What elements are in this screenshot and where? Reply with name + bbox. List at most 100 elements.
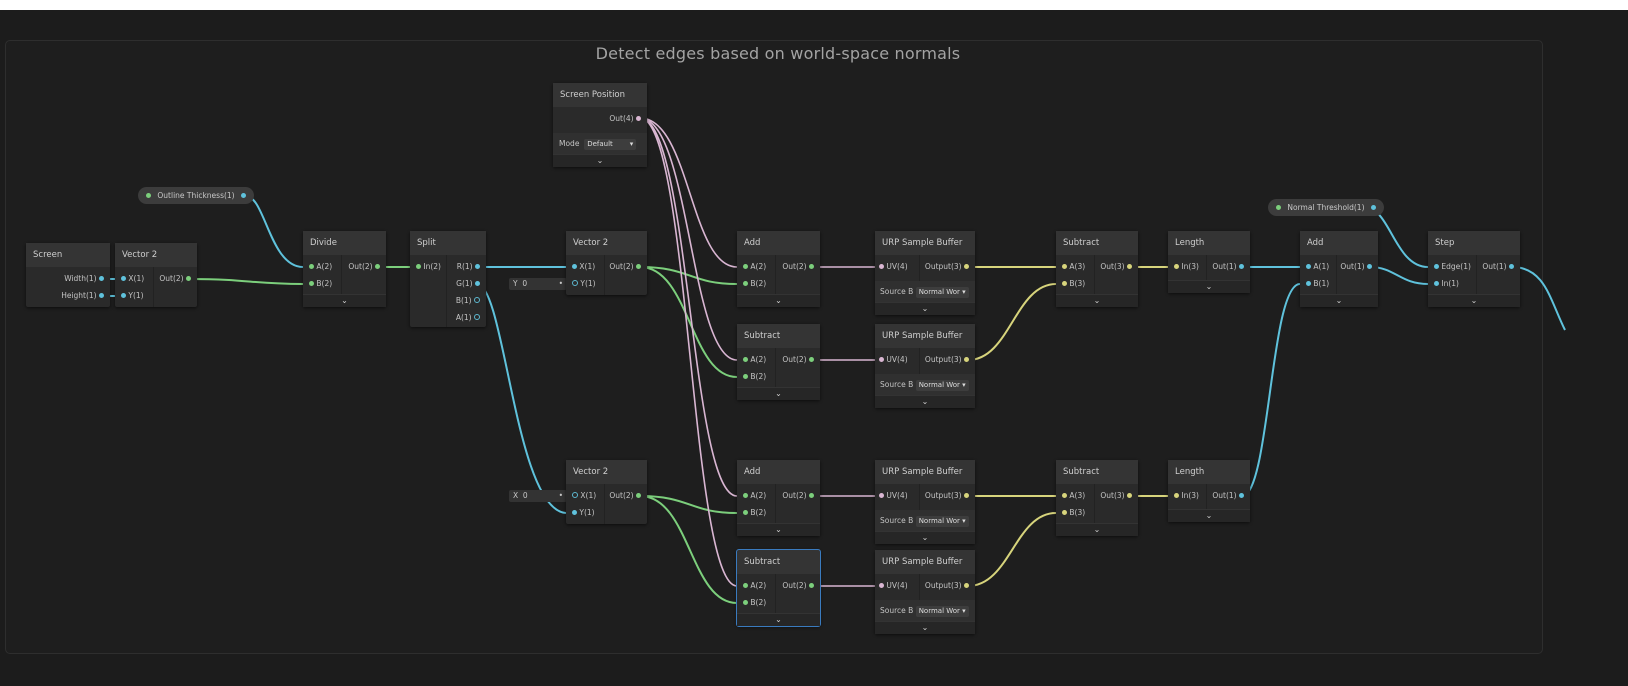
port-row[interactable]: In(2) xyxy=(416,260,441,274)
chevron-down-icon[interactable]: ⌄ xyxy=(553,154,647,167)
source-dropdown[interactable]: Normal Wor ▾ xyxy=(915,380,969,391)
chevron-down-icon[interactable]: ⌄ xyxy=(1056,523,1138,536)
port-out-icon[interactable] xyxy=(809,263,814,269)
port-row[interactable]: Output(3) xyxy=(925,353,969,367)
port-row[interactable]: Out(3) xyxy=(1100,260,1132,274)
port-row[interactable]: A(3) xyxy=(1062,260,1085,274)
port-in-icon[interactable] xyxy=(879,492,884,498)
node-subtract-1[interactable]: Subtract A(2) B(2) Out(2) ⌄ xyxy=(737,324,820,400)
chevron-down-icon[interactable]: ⌄ xyxy=(1428,294,1520,307)
port-in-icon[interactable] xyxy=(572,509,577,515)
node-subtract-2[interactable]: Subtract A(2) B(2) Out(2) ⌄ xyxy=(736,549,821,627)
port-row[interactable]: A(2) xyxy=(743,489,766,503)
port-row[interactable]: Output(3) xyxy=(925,489,969,503)
port-row[interactable]: UV(4) xyxy=(879,579,908,593)
port-in-icon[interactable] xyxy=(879,356,884,362)
port-row[interactable]: B(2) xyxy=(743,370,766,384)
chevron-down-icon[interactable]: ⌄ xyxy=(737,613,820,626)
port-out-icon[interactable] xyxy=(964,356,969,362)
port-out-icon[interactable] xyxy=(964,582,969,588)
port-in-icon[interactable] xyxy=(572,492,578,498)
node-add-1[interactable]: Add A(2) B(2) Out(2) ⌄ xyxy=(737,231,820,307)
port-row[interactable]: Edge(1) xyxy=(1434,260,1471,274)
chevron-down-icon[interactable]: ⌄ xyxy=(875,395,975,408)
port-row[interactable]: R(1) xyxy=(457,260,480,274)
source-dropdown[interactable]: Normal Wor ▾ xyxy=(915,516,969,527)
port-row[interactable]: B(2) xyxy=(309,277,332,291)
port-in-icon[interactable] xyxy=(572,263,577,269)
node-subtract-3[interactable]: Subtract A(3) B(3) Out(3) ⌄ xyxy=(1056,231,1138,307)
node-vector2-b[interactable]: Vector 2 X(1) Y(1) Out(2) xyxy=(566,231,647,295)
port-out-icon[interactable] xyxy=(1509,263,1514,269)
port-in-icon[interactable] xyxy=(121,275,126,281)
port-out-icon[interactable] xyxy=(474,297,480,303)
port-in-icon[interactable] xyxy=(879,263,884,269)
port-row[interactable]: A(2) xyxy=(309,260,332,274)
port-row[interactable]: Out(1) xyxy=(1482,260,1514,274)
port-out-icon[interactable] xyxy=(99,275,104,281)
port-out-icon[interactable] xyxy=(241,192,246,198)
port-in-icon[interactable] xyxy=(1434,263,1439,269)
node-length-2[interactable]: Length In(3) Out(1) ⌄ xyxy=(1168,460,1250,522)
port-row[interactable]: B(1) xyxy=(1306,277,1329,291)
chevron-down-icon[interactable]: ⌄ xyxy=(303,294,386,307)
chevron-down-icon[interactable]: ⌄ xyxy=(1168,509,1250,522)
port-row[interactable]: Output(3) xyxy=(925,579,969,593)
x-input-field[interactable]: X 0• xyxy=(509,490,567,502)
port-out-icon[interactable] xyxy=(1127,263,1132,269)
port-row[interactable]: Out(2) xyxy=(609,489,641,503)
port-out-icon[interactable] xyxy=(1239,492,1244,498)
chevron-down-icon[interactable]: ⌄ xyxy=(737,387,820,400)
port-row[interactable]: In(3) xyxy=(1174,489,1199,503)
port-out-icon[interactable] xyxy=(964,492,969,498)
port-out-icon[interactable] xyxy=(636,115,641,121)
port-row[interactable]: In(1) xyxy=(1434,277,1459,291)
port-row[interactable]: B(1) xyxy=(456,294,480,308)
port-out-icon[interactable] xyxy=(636,263,641,269)
port-in-icon[interactable] xyxy=(572,280,578,286)
port-out-icon[interactable] xyxy=(809,582,814,588)
node-add-3[interactable]: Add A(1) B(1) Out(1) ⌄ xyxy=(1300,231,1378,307)
port-row[interactable]: B(2) xyxy=(743,277,766,291)
port-in-icon[interactable] xyxy=(879,582,884,588)
node-vector2-c[interactable]: Vector 2 X(1) Y(1) Out(2) xyxy=(566,460,647,524)
port-out-icon[interactable] xyxy=(375,263,380,269)
port-row[interactable]: Out(1) xyxy=(1212,260,1244,274)
port-row[interactable]: Out(2) xyxy=(782,260,814,274)
node-urp-sample-buffer-2[interactable]: URP Sample Buffer UV(4) Output(3) Source… xyxy=(875,324,975,408)
port-in-icon[interactable] xyxy=(309,263,314,269)
chevron-down-icon[interactable]: ⌄ xyxy=(1056,294,1138,307)
port-in-icon[interactable] xyxy=(309,280,314,286)
port-row[interactable]: Y(1) xyxy=(572,506,595,520)
port-in-icon[interactable] xyxy=(743,280,748,286)
port-out-icon[interactable] xyxy=(474,314,480,320)
port-row[interactable]: Out(2) xyxy=(609,260,641,274)
port-row[interactable]: Y(1) xyxy=(121,289,144,303)
port-out-icon[interactable] xyxy=(1239,263,1244,269)
port-row[interactable]: A(2) xyxy=(743,579,766,593)
node-urp-sample-buffer-3[interactable]: URP Sample Buffer UV(4) Output(3) Source… xyxy=(875,460,975,544)
port-row[interactable]: B(3) xyxy=(1062,506,1085,520)
port-in-icon[interactable] xyxy=(743,492,748,498)
port-in-icon[interactable] xyxy=(1306,280,1311,286)
port-row[interactable]: UV(4) xyxy=(879,489,908,503)
port-out-icon[interactable] xyxy=(1370,204,1376,210)
port-row[interactable]: Out(4) xyxy=(609,112,641,126)
node-urp-sample-buffer-1[interactable]: URP Sample Buffer UV(4) Output(3) Source… xyxy=(875,231,975,315)
chevron-down-icon[interactable]: ⌄ xyxy=(875,302,975,315)
node-screen[interactable]: Screen Width(1) Height(1) xyxy=(26,243,110,307)
node-step[interactable]: Step Edge(1) In(1) Out(1) ⌄ xyxy=(1428,231,1520,307)
port-in-icon[interactable] xyxy=(1434,280,1439,286)
port-out-icon[interactable] xyxy=(475,263,480,269)
port-out-icon[interactable] xyxy=(809,356,814,362)
chevron-down-icon[interactable]: ⌄ xyxy=(737,294,820,307)
port-row[interactable]: A(1) xyxy=(1306,260,1329,274)
port-out-icon[interactable] xyxy=(1127,492,1132,498)
port-in-icon[interactable] xyxy=(743,509,748,515)
port-in-icon[interactable] xyxy=(1062,509,1067,515)
node-divide[interactable]: Divide A(2) B(2) Out(2) ⌄ xyxy=(303,231,386,307)
port-out-icon[interactable] xyxy=(475,280,480,286)
port-row[interactable]: B(3) xyxy=(1062,277,1085,291)
port-in-icon[interactable] xyxy=(1062,280,1067,286)
port-row[interactable]: Out(2) xyxy=(348,260,380,274)
